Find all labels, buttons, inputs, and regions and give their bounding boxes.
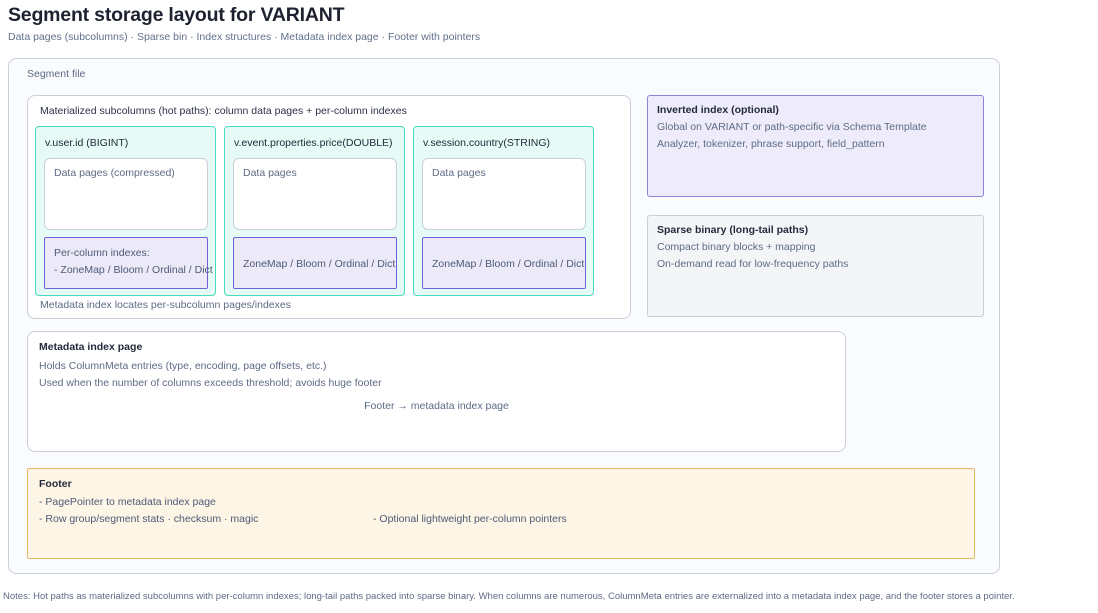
subcolumn-list: v.user.id (BIGINT) Data pages (compresse… [35,126,625,296]
metadata-index-page-line-2: Used when the number of columns exceeds … [39,377,382,389]
data-pages-label: Data pages (compressed) [54,167,175,179]
footer-line-2: - Row group/segment stats · checksum · m… [39,513,259,525]
per-column-index-lines: Per-column indexes: - ZoneMap / Bloom / … [54,245,229,279]
subcolumn-title: v.session.country(STRING) [423,137,550,149]
footer-line-1: - PagePointer to metadata index page [39,496,216,508]
metadata-index-page-line-1: Holds ColumnMeta entries (type, encoding… [39,360,327,372]
subcolumn-title: v.user.id (BIGINT) [45,137,129,149]
data-pages-box: Data pages [233,158,397,230]
inverted-index-line-2: Analyzer, tokenizer, phrase support, fie… [657,138,885,150]
inverted-index-line-1: Global on VARIANT or path-specific via S… [657,121,927,133]
per-column-index-line-1: ZoneMap / Bloom / Ordinal / Dict [432,258,585,270]
subcolumn-card: v.user.id (BIGINT) Data pages (compresse… [35,126,216,296]
per-column-index-line-1: ZoneMap / Bloom / Ordinal / Dict [243,258,396,270]
per-column-index-lines: ZoneMap / Bloom / Ordinal / Dict [243,256,418,273]
metadata-index-page-box: Metadata index page Holds ColumnMeta ent… [27,331,846,452]
subcolumn-title: v.event.properties.price(DOUBLE) [234,137,393,149]
materialized-subcolumns-panel: Materialized subcolumns (hot paths): col… [27,95,631,319]
segment-file-label: Segment file [27,68,86,80]
footer-box: Footer - PagePointer to metadata index p… [27,468,975,559]
per-column-index-lines: ZoneMap / Bloom / Ordinal / Dict [432,256,607,273]
sparse-binary-title: Sparse binary (long-tail paths) [657,224,809,236]
per-column-index-box: ZoneMap / Bloom / Ordinal / Dict [422,237,586,289]
materialized-subcolumns-title: Materialized subcolumns (hot paths): col… [40,105,407,117]
per-column-index-line-2: - ZoneMap / Bloom / Ordinal / Dict [54,264,213,276]
per-column-index-box: Per-column indexes: - ZoneMap / Bloom / … [44,237,213,289]
sparse-binary-panel: Sparse binary (long-tail paths) Compact … [647,215,984,317]
per-column-index-line-1: Per-column indexes: [54,247,150,259]
data-pages-box: Data pages (compressed) [44,158,208,230]
sparse-binary-line-2: On-demand read for low-frequency paths [657,258,849,270]
data-pages-box: Data pages [422,158,586,230]
metadata-index-note: Metadata index locates per-subcolumn pag… [40,299,291,311]
footer-title: Footer [39,478,72,490]
subcolumn-card: v.session.country(STRING) Data pages Zon… [413,126,594,296]
subcolumn-card: v.event.properties.price(DOUBLE) Data pa… [224,126,405,296]
footer-line-3: - Optional lightweight per-column pointe… [373,513,567,525]
header: Segment storage layout for VARIANT Data … [8,2,1088,44]
data-pages-label: Data pages [432,167,486,179]
inverted-index-title: Inverted index (optional) [657,104,779,116]
page-title: Segment storage layout for VARIANT [8,4,345,26]
inverted-index-panel: Inverted index (optional) Global on VARI… [647,95,984,197]
footer-to-metadata-arrow-label: Footer → metadata index page [364,400,509,412]
per-column-index-box: ZoneMap / Bloom / Ordinal / Dict [233,237,397,289]
page-subtitle: Data pages (subcolumns) · Sparse bin · I… [8,31,481,43]
metadata-index-page-title: Metadata index page [39,341,143,353]
sparse-binary-line-1: Compact binary blocks + mapping [657,241,816,253]
segment-file-container: Segment file Materialized subcolumns (ho… [8,58,1000,574]
notes-text: Notes: Hot paths as materialized subcolu… [3,591,1015,602]
data-pages-label: Data pages [243,167,297,179]
